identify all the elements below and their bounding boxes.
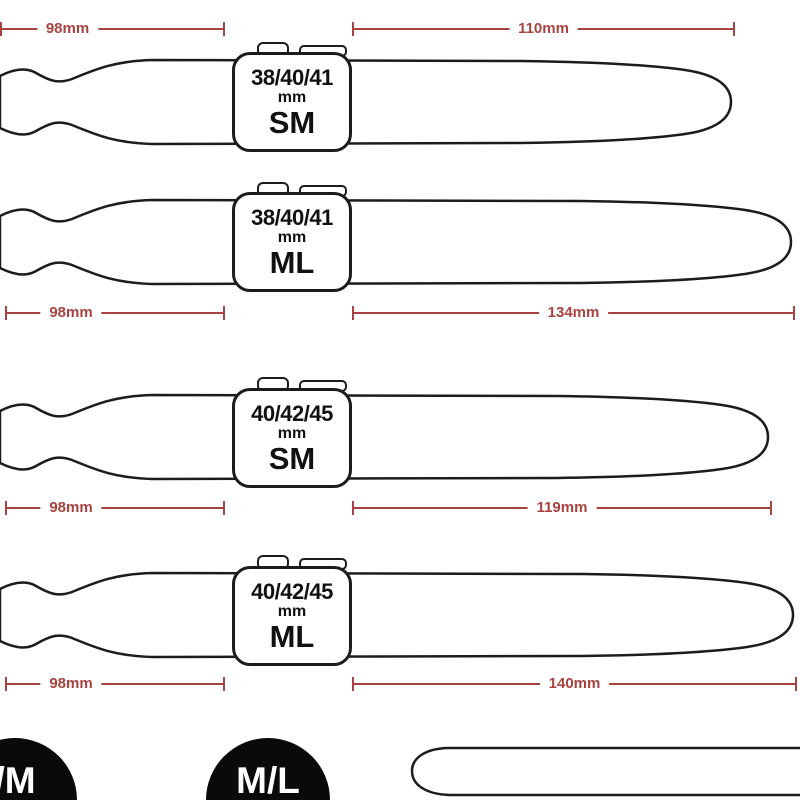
band-outline-1	[0, 58, 733, 146]
dimension-label: 140mm	[539, 675, 610, 693]
dimension-label: 110mm	[509, 20, 578, 38]
case-unit: mm	[277, 425, 307, 442]
band-outline-3	[0, 393, 770, 481]
dimension-line-right-3: 119mm	[352, 499, 772, 517]
dimension-tick	[223, 501, 225, 515]
size-badge-label: M/L	[236, 760, 300, 800]
dimension-line-left-1: 98mm	[0, 20, 225, 38]
case-models: 38/40/41	[251, 205, 333, 230]
dimension-label: 134mm	[538, 304, 609, 322]
dimension-line-left-3: 98mm	[5, 499, 225, 517]
dimension-label: 98mm	[40, 675, 102, 693]
dimension-line-left-2: 98mm	[5, 304, 225, 322]
dimension-tick	[223, 677, 225, 691]
case-models: 40/42/45	[251, 401, 333, 426]
watch-case-3: 40/42/45 mm SM	[232, 388, 352, 488]
dimension-tick	[223, 22, 225, 36]
case-models: 40/42/45	[251, 579, 333, 604]
watch-case-1: 38/40/41 mm SM	[232, 52, 352, 152]
case-models: 38/40/41	[251, 65, 333, 90]
size-badge-label: /M	[0, 760, 36, 800]
case-unit: mm	[277, 229, 307, 246]
dimension-label: 98mm	[40, 304, 102, 322]
dimension-line	[0, 28, 225, 30]
dimension-label: 119mm	[527, 499, 597, 517]
partial-band-outline	[410, 746, 800, 797]
dimension-tick	[795, 677, 797, 691]
dimension-line-right-2: 134mm	[352, 304, 795, 322]
dimension-line-left-4: 98mm	[5, 675, 225, 693]
dimension-line	[5, 312, 225, 314]
dimension-label: 98mm	[36, 20, 99, 38]
dimension-line	[5, 683, 225, 685]
case-size: SM	[268, 441, 316, 476]
watch-case-4: 40/42/45 mm ML	[232, 566, 352, 666]
dimension-tick	[770, 501, 772, 515]
case-unit: mm	[277, 89, 307, 106]
dimension-tick	[733, 22, 735, 36]
band-outline-2	[0, 198, 793, 286]
dimension-line-right-1: 110mm	[352, 20, 735, 38]
band-outline-4	[0, 571, 795, 659]
case-size: SM	[268, 105, 316, 140]
dimension-line-right-4: 140mm	[352, 675, 797, 693]
watch-case-2: 38/40/41 mm ML	[232, 192, 352, 292]
case-unit: mm	[277, 603, 307, 620]
dimension-tick	[223, 306, 225, 320]
case-size: ML	[269, 619, 315, 654]
dimension-tick	[793, 306, 795, 320]
case-size: ML	[269, 245, 315, 280]
size-badge-right: M/L	[206, 738, 330, 800]
dimension-label: 98mm	[40, 499, 102, 517]
dimension-line	[5, 507, 225, 509]
